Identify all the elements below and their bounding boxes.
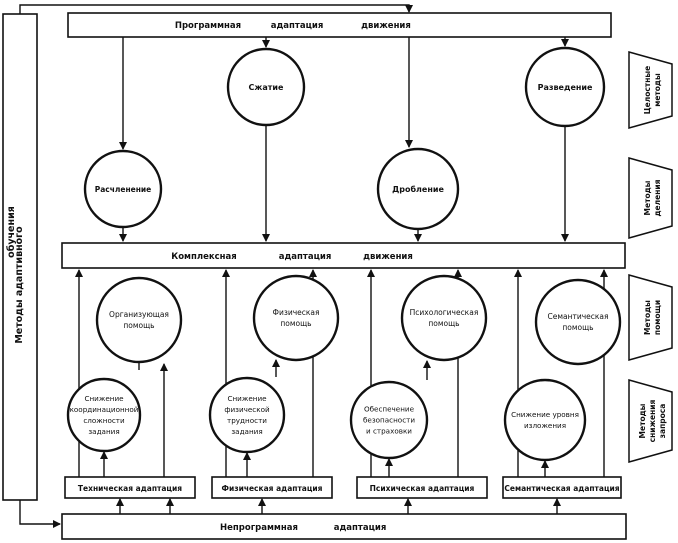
method-tab-4-label: Методы bbox=[638, 403, 647, 438]
help-circle-3 bbox=[400, 274, 488, 362]
method-tab-3-label: Методы bbox=[643, 300, 652, 335]
left-bar-line: обучения bbox=[6, 206, 17, 258]
circle-dilution bbox=[524, 46, 606, 128]
middle-bar-word: адаптация bbox=[279, 252, 332, 262]
top-bar-word: Программная bbox=[175, 21, 241, 31]
loop-top-arrow bbox=[19, 4, 413, 14]
reduce-circle-2 bbox=[208, 376, 286, 454]
reduce-circle-1-label-line: задания bbox=[88, 427, 119, 436]
bottom-bar-word: Непрограммная bbox=[220, 523, 298, 533]
reduce-circle-2-label-line: физической bbox=[224, 405, 270, 414]
adapt-box-1 bbox=[64, 476, 196, 499]
bottom-bar-word: адаптация bbox=[334, 523, 387, 533]
help-circle-3-label-line: помощь bbox=[428, 319, 459, 328]
help-circle-1-label-line: помощь bbox=[123, 321, 154, 330]
middle-bar-word: движения bbox=[363, 252, 413, 262]
help-circle-2-label-line: помощь bbox=[280, 319, 311, 328]
circle-dismemberment-label: Расчленение bbox=[95, 185, 152, 194]
reduce-circle-3 bbox=[349, 380, 429, 460]
reduce-circle-3-label-line: Обеспечение bbox=[364, 405, 415, 414]
reduce-circle-4-label-line: изложения bbox=[524, 421, 566, 430]
adapt-box-1-label: Техническая адаптация bbox=[78, 484, 182, 493]
top-bar-word: движения bbox=[361, 21, 411, 31]
reduce-circle-1 bbox=[66, 377, 142, 453]
left-bar bbox=[2, 13, 38, 501]
help-circle-2-label-line: Физическая bbox=[273, 308, 320, 317]
circle-compression-label: Сжатие bbox=[249, 83, 284, 92]
middle-bar bbox=[61, 242, 626, 269]
method-tab-2 bbox=[628, 157, 673, 239]
method-tab-1-label: методы bbox=[653, 73, 662, 107]
adapt-box-3 bbox=[356, 476, 488, 499]
reduce-circle-4 bbox=[503, 378, 587, 462]
reduce-circle-1-label-line: Снижение bbox=[84, 394, 124, 403]
method-tab-3 bbox=[628, 274, 673, 361]
reduce-circle-2-label-line: задания bbox=[231, 427, 262, 436]
adapt-box-2-label: Физическая адаптация bbox=[222, 484, 323, 493]
method-tab-4 bbox=[628, 379, 673, 463]
reduce-circle-1-label-line: сложности bbox=[83, 416, 125, 425]
help-circle-4 bbox=[534, 278, 622, 366]
circle-fragmentation bbox=[376, 147, 460, 231]
adapt-box-3-label: Психическая адаптация bbox=[370, 484, 475, 493]
circle-dismemberment bbox=[83, 149, 163, 229]
help-circle-4-label-line: помощь bbox=[562, 323, 593, 332]
help-circle-3-label-line: Психологическая bbox=[410, 308, 479, 317]
top-bar-word: адаптация bbox=[271, 21, 324, 31]
method-tab-4-label: запроса bbox=[658, 404, 667, 439]
reduce-circle-3-label-line: безопасности bbox=[363, 416, 415, 425]
reduce-circle-2-label-line: Снижение bbox=[227, 394, 267, 403]
reduce-circle-4-label-line: Снижение уровня bbox=[511, 410, 579, 419]
circle-fragmentation-label: Дробление bbox=[392, 184, 444, 194]
method-tab-3-label: помощи bbox=[653, 300, 662, 335]
adapt-box-4-label: Семантическая адаптация bbox=[504, 484, 619, 493]
left-bar-line: Методы адаптивного bbox=[14, 226, 25, 344]
loop-bottom-arrow bbox=[19, 500, 61, 528]
method-tab-2-label: Методы bbox=[643, 180, 652, 215]
adapt-box-4 bbox=[502, 476, 622, 499]
reduce-circle-2-label-line: трудности bbox=[227, 416, 267, 425]
circle-compression bbox=[226, 47, 306, 127]
method-tab-2-label: деления bbox=[653, 179, 662, 216]
top-bar bbox=[67, 12, 612, 38]
adapt-box-2 bbox=[211, 476, 333, 499]
reduce-circle-1-label-line: координационной bbox=[70, 405, 139, 414]
reduce-circle-3-label-line: и страховки bbox=[366, 427, 412, 436]
bottom-bar bbox=[61, 513, 627, 540]
help-circle-1 bbox=[95, 276, 183, 364]
method-tab-1 bbox=[628, 51, 673, 129]
help-circle-1-label-line: Организующая bbox=[109, 310, 169, 319]
help-circle-4-label-line: Семантическая bbox=[547, 312, 608, 321]
middle-bar-word: Комплексная bbox=[171, 252, 236, 262]
method-tab-4-label: снижения bbox=[648, 399, 657, 442]
help-circle-2 bbox=[252, 274, 340, 362]
method-tab-1-label: Целостные bbox=[643, 66, 652, 115]
circle-dilution-label: Разведение bbox=[538, 83, 593, 92]
